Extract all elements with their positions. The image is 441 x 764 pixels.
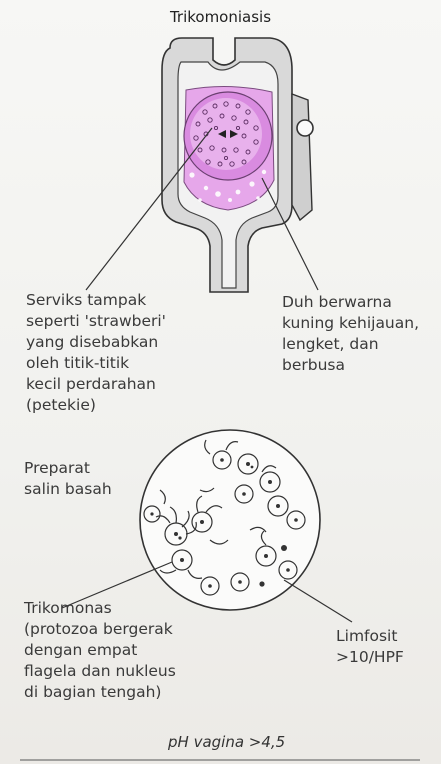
label-serviks: Serviks tampak seperti 'strawberi' yang …	[26, 290, 166, 416]
trikomonas-line-4: flagela dan nukleus	[24, 661, 176, 682]
serviks-line-2: seperti 'strawberi'	[26, 311, 166, 332]
preparat-line-2: salin basah	[24, 479, 112, 500]
label-limfosit: Limfosit >10/HPF	[336, 626, 404, 668]
ph-note: pH vagina >4,5	[168, 733, 285, 751]
label-preparat: Preparat salin basah	[24, 458, 112, 500]
trikomonas-line-3: dengan empat	[24, 640, 176, 661]
label-duh: Duh berwarna kuning kehijauan, lengket, …	[282, 292, 419, 376]
limfosit-line-1: Limfosit	[336, 626, 404, 647]
duh-line-3: lengket, dan	[282, 334, 419, 355]
serviks-line-6: (petekie)	[26, 395, 166, 416]
serviks-line-3: yang disebabkan	[26, 332, 166, 353]
serviks-line-1: Serviks tampak	[26, 290, 166, 311]
duh-line-4: berbusa	[282, 355, 419, 376]
limfosit-line-2: >10/HPF	[336, 647, 404, 668]
trikomonas-line-1: Trikomonas	[24, 598, 176, 619]
limfosit-leader	[284, 580, 352, 622]
serviks-line-4: oleh titik-titik	[26, 353, 166, 374]
serviks-line-5: kecil perdarahan	[26, 374, 166, 395]
speculum-blade	[292, 94, 312, 220]
duh-line-1: Duh berwarna	[282, 292, 419, 313]
speculum-screw	[297, 120, 313, 136]
preparat-line-1: Preparat	[24, 458, 112, 479]
duh-line-2: kuning kehijauan,	[282, 313, 419, 334]
trikomonas-line-2: (protozoa bergerak	[24, 619, 176, 640]
label-trikomonas: Trikomonas (protozoa bergerak dengan emp…	[24, 598, 176, 703]
trikomonas-line-5: di bagian tengah)	[24, 682, 176, 703]
